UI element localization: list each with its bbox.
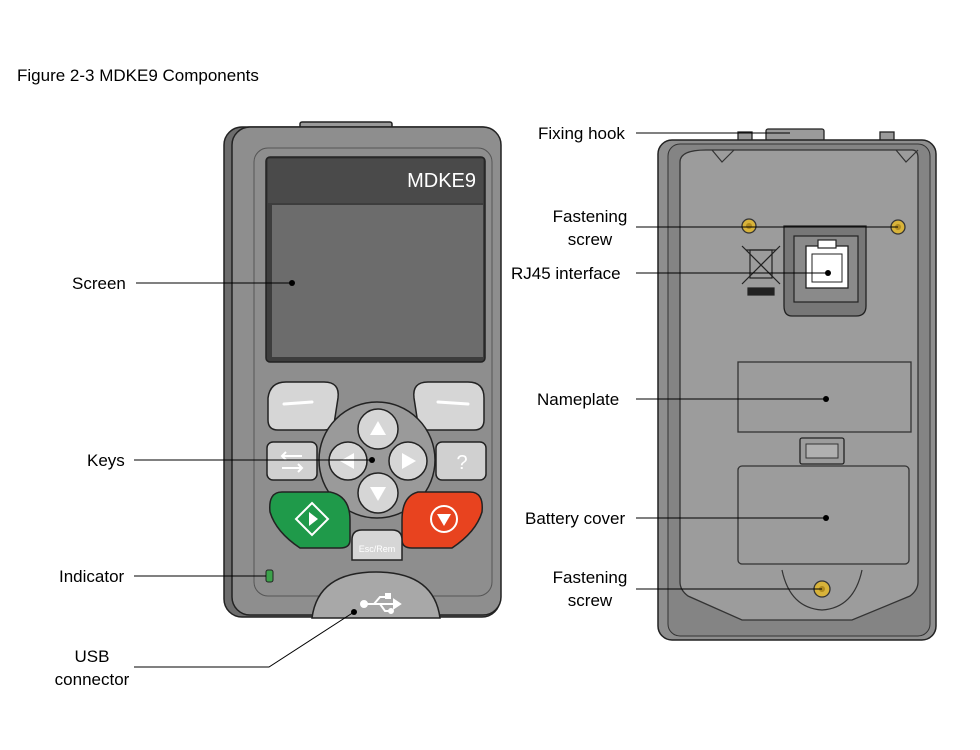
usb-port xyxy=(311,571,441,619)
front-leader-dots xyxy=(289,280,375,615)
label-keys: Keys xyxy=(87,451,125,470)
recycle-bin-icon xyxy=(741,245,781,296)
label-fastening-bottom-line1: Fastening xyxy=(552,568,628,587)
back-view xyxy=(636,128,937,641)
fixing-hook xyxy=(765,128,825,142)
label-fixing-hook: Fixing hook xyxy=(538,124,625,143)
switch-icon xyxy=(280,451,304,473)
run-key[interactable] xyxy=(269,491,351,549)
help-key-label: ? xyxy=(456,452,467,474)
soft-key-left[interactable] xyxy=(267,381,339,431)
label-battery-cover: Battery cover xyxy=(525,509,626,528)
arrow-up-icon xyxy=(370,421,386,435)
label-fastening-screw-bottom: Fastening screw xyxy=(540,566,640,612)
stop-key[interactable] xyxy=(401,491,483,549)
usb-icon xyxy=(360,593,402,614)
arrow-left-icon xyxy=(340,453,354,469)
run-icon xyxy=(294,501,330,537)
label-fastening-bottom-line2: screw xyxy=(567,591,613,610)
arrow-up-key[interactable] xyxy=(357,408,399,450)
label-usb-connector: USB connector xyxy=(44,645,140,691)
label-nameplate: Nameplate xyxy=(537,390,620,409)
arrow-right-key[interactable] xyxy=(388,441,428,481)
label-fastening-top-line2: screw xyxy=(567,230,613,249)
label-screen: Screen xyxy=(72,274,126,293)
figure-caption: Figure 2-3 MDKE9 Components xyxy=(17,66,259,85)
battery-cover xyxy=(737,465,910,565)
soft-key-right[interactable] xyxy=(413,381,485,431)
stop-icon xyxy=(430,505,458,533)
arrow-left-key[interactable] xyxy=(328,441,368,481)
label-fastening-screw-top: Fastening screw xyxy=(540,205,640,251)
fastening-screw-top-left xyxy=(741,218,757,234)
front-leader-lines xyxy=(134,282,372,668)
esc-rem-key[interactable]: Esc/Rem xyxy=(351,529,403,561)
arrow-down-key[interactable] xyxy=(357,472,399,514)
arrow-right-icon xyxy=(402,453,416,469)
navigation-keys xyxy=(318,401,436,519)
back-leader-dots xyxy=(823,270,831,521)
label-indicator: Indicator xyxy=(59,567,125,586)
label-rj45-interface: RJ45 interface xyxy=(511,264,621,283)
switch-key[interactable] xyxy=(266,441,318,481)
status-indicator xyxy=(265,569,274,583)
esc-rem-label: Esc/Rem xyxy=(359,544,396,554)
screen-display: MDKE9 xyxy=(265,156,486,363)
label-fastening-top-line1: Fastening xyxy=(552,207,628,226)
front-view: MDKE9 ? xyxy=(134,121,502,668)
screen-brand: MDKE9 xyxy=(407,170,476,192)
label-usb-line1: USB xyxy=(74,647,110,666)
back-leader-lines xyxy=(636,132,898,590)
help-key[interactable]: ? xyxy=(435,441,487,481)
label-usb-line2: connector xyxy=(54,670,130,689)
rj45-port xyxy=(783,225,867,317)
arrow-down-icon xyxy=(370,487,386,501)
